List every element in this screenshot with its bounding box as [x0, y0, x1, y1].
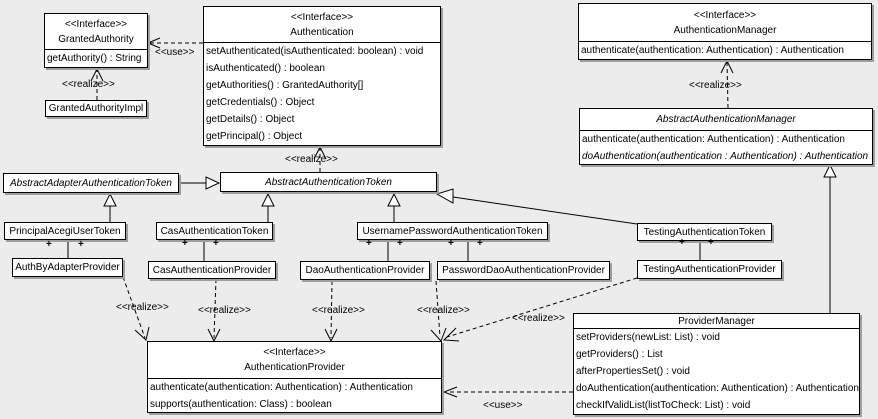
class-name: AbstractAuthenticationToken: [265, 176, 392, 188]
use-label: <<use>>: [155, 47, 195, 58]
realize-label: <<realize>>: [689, 80, 742, 91]
generalization-cas-token: [261, 192, 275, 222]
method: supports(authentication: Class) : boolea…: [150, 399, 332, 410]
class-name: AbstractAuthenticationManager: [656, 114, 796, 125]
realize-label: <<realize>>: [198, 305, 251, 316]
class-abstract-authentication-token[interactable]: AbstractAuthenticationToken: [220, 172, 437, 192]
realize-grantedauthorityimpl: [90, 67, 104, 100]
class-cas-authentication-provider[interactable]: CasAuthenticationProvider: [148, 261, 276, 279]
class-granted-authority-impl[interactable]: GrantedAuthorityImpl: [45, 100, 147, 117]
multiplicity-mark: +: [366, 238, 372, 249]
method: doAuthentication(authentication : Authen…: [582, 151, 869, 162]
realize-label: <<realize>>: [312, 305, 365, 316]
method: setAuthenticated(isAuthenticated: boolea…: [206, 46, 424, 57]
method: authenticate(authentication: Authenticat…: [150, 382, 413, 393]
use-label: <<use>>: [483, 400, 523, 411]
class-testing-authentication-provider[interactable]: TestingAuthenticationProvider: [637, 260, 782, 279]
class-name: CasAuthenticationToken: [160, 225, 269, 237]
realize-label: <<realize>>: [116, 302, 169, 313]
class-abstract-authentication-manager[interactable]: AbstractAuthenticationManager authentica…: [579, 108, 873, 165]
method: getDetails() : Object: [206, 114, 295, 125]
class-name: AuthByAdapterProvider: [15, 262, 120, 273]
multiplicity-mark: +: [397, 238, 403, 249]
method: getCredentials() : Object: [206, 97, 315, 108]
realize-abstractmanager-to-authenticationmanager: [720, 59, 734, 109]
multiplicity-mark: +: [182, 238, 188, 249]
class-auth-by-adapter-provider[interactable]: AuthByAdapterProvider: [12, 258, 123, 277]
method: checkIfValidList(listToCheck: List) : vo…: [576, 400, 751, 411]
class-name: PrincipalAcegiUserToken: [9, 225, 121, 237]
class-dao-authentication-provider[interactable]: DaoAuthenticationProvider: [300, 261, 430, 280]
generalization-adapter-to-abstract-token: [179, 176, 221, 190]
generalization-testing-token: [435, 188, 638, 225]
class-testing-authentication-token[interactable]: TestingAuthenticationToken: [637, 223, 772, 241]
class-name: AuthenticationManager: [673, 24, 777, 36]
multiplicity-mark: +: [477, 238, 483, 249]
class-abstract-adapter-authentication-token[interactable]: AbstractAdapterAuthenticationToken: [3, 173, 179, 193]
generalization-usernamepassword-token: [387, 192, 401, 222]
generalization-principal-token: [103, 192, 117, 222]
method: isAuthenticated() : boolean: [206, 63, 325, 74]
stereotype-label: <<Interface>>: [693, 9, 757, 21]
class-granted-authority[interactable]: <<Interface>> GrantedAuthority getAuthor…: [44, 13, 148, 68]
class-name: TestingAuthenticationProvider: [643, 264, 776, 275]
realize-testingprovider: [442, 277, 638, 342]
multiplicity-mark: +: [78, 239, 84, 250]
class-name: DaoAuthenticationProvider: [305, 265, 425, 276]
method: getProviders() : List: [576, 349, 663, 360]
class-name: PasswordDaoAuthenticationProvider: [442, 265, 605, 276]
method: getAuthorities() : GrantedAuthority[]: [206, 80, 364, 91]
class-provider-manager[interactable]: ProviderManager setProviders(newList: Li…: [573, 313, 860, 415]
class-name: TestingAuthenticationToken: [643, 226, 766, 238]
method: doAuthentication(authentication: Authent…: [576, 383, 859, 394]
class-username-password-authentication-token[interactable]: UsernamePasswordAuthenticationToken: [357, 222, 548, 240]
use-providermanager-to-authenticationprovider: [442, 386, 573, 398]
class-name: ProviderManager: [678, 315, 755, 327]
realize-label: <<realize>>: [62, 79, 115, 90]
method: getAuthority() : String: [47, 53, 142, 64]
class-name: Authentication: [290, 26, 354, 38]
stereotype-label: <<Interface>>: [263, 347, 326, 358]
class-cas-authentication-token[interactable]: CasAuthenticationToken: [156, 222, 273, 240]
method: authenticate(authentication: Authenticat…: [582, 134, 845, 145]
multiplicity-mark: +: [708, 237, 714, 248]
method: afterPropertiesSet() : void: [576, 366, 690, 377]
realize-label: <<realize>>: [285, 154, 338, 165]
realize-authbyadapterprovider: [122, 276, 150, 341]
realize-label: <<realize>>: [417, 305, 470, 316]
class-name: GrantedAuthority: [58, 33, 134, 45]
realize-abstracttoken-to-authentication: [313, 145, 327, 172]
class-name: GrantedAuthorityImpl: [48, 103, 144, 114]
class-name: CasAuthenticationProvider: [152, 264, 272, 276]
use-authentication-to-grantedauthority: [146, 37, 203, 49]
multiplicity-mark: +: [46, 239, 52, 250]
multiplicity-mark: +: [448, 238, 454, 249]
class-password-dao-authentication-provider[interactable]: PasswordDaoAuthenticationProvider: [437, 261, 610, 280]
class-authentication-provider[interactable]: <<Interface>> AuthenticationProvider aut…: [147, 341, 442, 413]
class-name: AuthenticationProvider: [244, 362, 345, 373]
multiplicity-mark: +: [213, 238, 219, 249]
method: getPrincipal() : Object: [206, 131, 303, 142]
method: setProviders(newList: List) : void: [576, 332, 720, 343]
multiplicity-mark: +: [679, 237, 685, 248]
class-authentication-manager[interactable]: <<Interface>> AuthenticationManager auth…: [578, 3, 872, 60]
generalization-providermanager-to-abstractmanager: [823, 163, 837, 313]
stereotype-label: <<Interface>>: [290, 11, 354, 23]
class-authentication[interactable]: <<Interface>> Authentication setAuthenti…: [203, 6, 441, 146]
method: authenticate(authentication: Authenticat…: [581, 45, 844, 56]
stereotype-label: <<Interface>>: [64, 18, 128, 30]
class-name: UsernamePasswordAuthenticationToken: [362, 225, 543, 237]
class-principal-acegi-user-token[interactable]: PrincipalAcegiUserToken: [4, 222, 126, 240]
realize-label: <<realize>>: [512, 313, 565, 324]
class-name: AbstractAdapterAuthenticationToken: [10, 177, 172, 189]
